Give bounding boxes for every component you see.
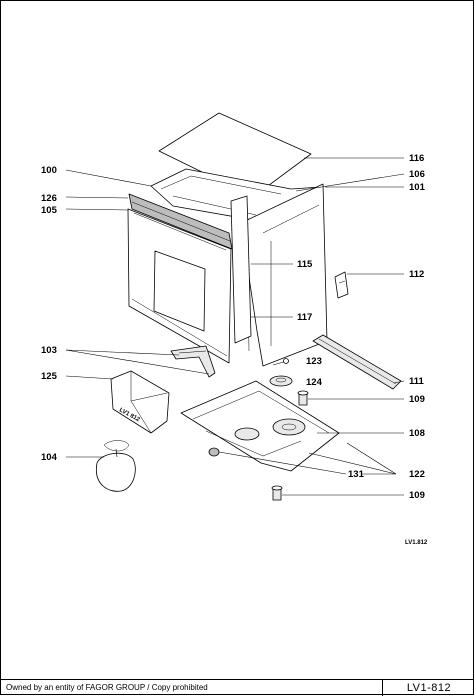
callout-109-upper: 109 [409,394,425,405]
callout-112: 112 [409,269,424,280]
footer-owner-text: Owned by an entity of FAGOR GROUP / Copy… [6,683,208,692]
part-screw [272,358,289,366]
callout-123: 123 [306,356,322,367]
callout-105: 105 [41,205,58,216]
callout-103: 103 [41,345,57,356]
part-bag [95,440,136,492]
part-right-side-panel [240,183,328,367]
callout-115: 115 [297,259,313,270]
callout-101: 101 [409,182,426,193]
footer-document-code: LV1-812 [382,680,474,696]
callout-116: 116 [409,153,424,164]
callout-126: 126 [41,193,57,204]
callout-104: 104 [41,452,58,463]
footer-bar: Owned by an entity of FAGOR GROUP / Copy… [1,679,474,696]
part-clip [334,271,349,299]
part-hinge-bracket [170,345,216,378]
callout-106: 106 [409,169,425,180]
part-control-block [110,370,170,434]
callout-124: 124 [306,377,323,388]
callout-109-lower: 109 [409,490,425,501]
callout-117: 117 [297,312,312,323]
callout-108: 108 [409,428,425,439]
part-inner-side [230,195,252,344]
part-front-door-panel [127,208,232,364]
callout-125: 125 [41,371,58,382]
drawing-code: LV1.812 [405,540,428,546]
callout-131: 131 [348,469,365,480]
part-disc [269,375,293,387]
part-base [180,380,340,472]
callout-122: 122 [409,469,425,480]
part-rail [312,334,402,390]
part-leg-lower [271,485,283,501]
exploded-diagram: 100 126 105 103 125 104 116 106 101 115 … [41,112,428,546]
leader-lines [65,157,405,496]
callout-111: 111 [409,376,425,387]
part-leg-upper [297,390,309,406]
callout-100: 100 [41,165,57,176]
part-top-trim [128,193,233,250]
part-front-foot [208,447,220,457]
